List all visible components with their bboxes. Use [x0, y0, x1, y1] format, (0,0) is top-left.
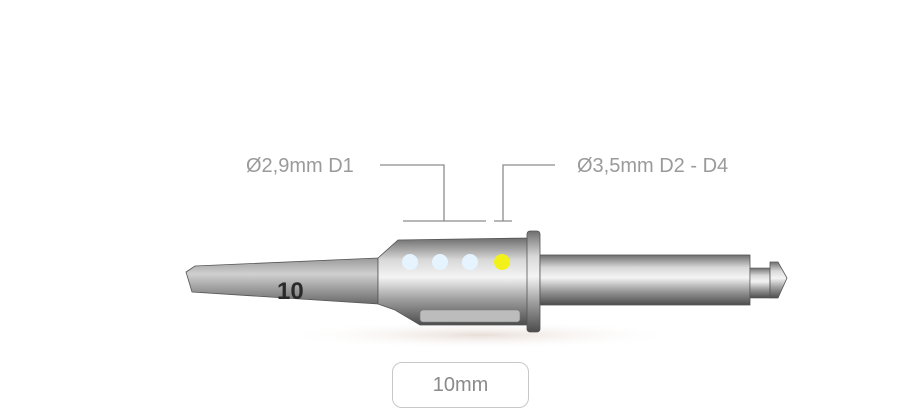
indicator-dot-active: [494, 254, 510, 270]
drill: [185, 230, 788, 333]
indicator-dot: [432, 254, 448, 270]
drill-shadow: [280, 321, 680, 349]
drill-shaft: [539, 254, 751, 306]
indicator-dots: [402, 254, 510, 270]
length-marking: 10: [277, 278, 304, 305]
leader-line-d2-d4: [494, 164, 555, 222]
label-d2-d4: Ø3,5mm D2 - D4: [577, 155, 728, 177]
size-button-10mm[interactable]: 10mm: [392, 362, 529, 408]
size-button-label: 10mm: [432, 373, 489, 396]
indicator-dot: [462, 254, 478, 270]
indicator-dot: [402, 254, 418, 270]
drill-flange: [526, 230, 541, 333]
leader-line-d1: [380, 164, 486, 222]
label-d1: Ø2,9mm D1: [246, 155, 354, 177]
drill-end: [769, 261, 788, 299]
